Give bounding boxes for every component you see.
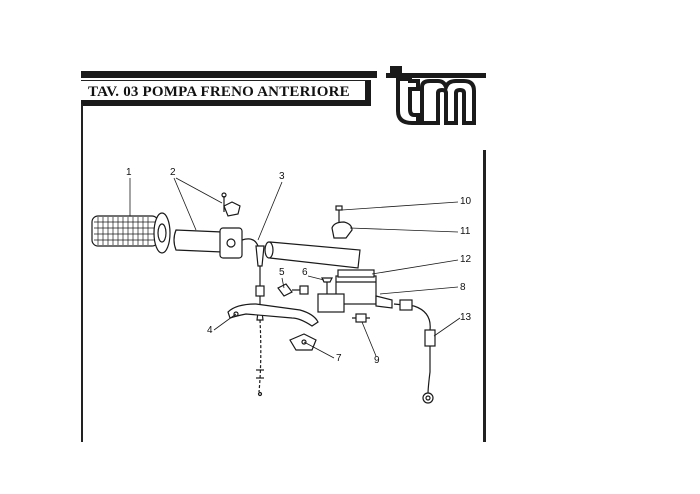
callout-6: 6: [302, 267, 308, 278]
logo-top-bar: [386, 73, 486, 78]
callout-11: 11: [460, 226, 471, 237]
part-10-screw: [335, 205, 343, 222]
part-6-bolt: [321, 277, 333, 294]
part-9-banjo: [352, 313, 370, 323]
part-1-grip: [91, 212, 171, 254]
logo-letter-m: [420, 79, 476, 125]
callout-12: 12: [460, 254, 472, 265]
part-4-lever: [227, 303, 319, 327]
callout-10: 10: [460, 196, 472, 207]
part-3-cable: [241, 238, 265, 397]
part-12-reservoir-cover: [337, 269, 375, 278]
page-title: TAV. 03 POMPA FRENO ANTERIORE: [88, 84, 350, 100]
callout-8: 8: [460, 282, 466, 293]
title-box: [81, 80, 371, 106]
callout-2: 2: [170, 167, 176, 178]
logo-t-cap: [390, 66, 402, 73]
left-frame-rule: [81, 104, 83, 442]
logo-letter-t: [396, 77, 420, 125]
part-7-clamp: [289, 333, 317, 351]
part-8-master-cylinder: [317, 275, 393, 313]
part-11-clamp-half: [331, 221, 353, 239]
handlebar-tube: [264, 241, 361, 269]
callout-5: 5: [279, 267, 285, 278]
callout-1: 1: [126, 167, 132, 178]
callout-7: 7: [336, 353, 342, 364]
right-frame-rule: [483, 150, 486, 442]
part-13-hose: [393, 299, 436, 404]
callout-4: 4: [207, 325, 213, 336]
title-top-bar: [81, 71, 377, 78]
part-2-throttle-assembly: [173, 192, 243, 259]
callout-13: 13: [460, 312, 472, 323]
tm-logo: [386, 66, 486, 125]
callout-3: 3: [279, 171, 285, 182]
leader-lines: [129, 177, 461, 359]
callout-9: 9: [374, 355, 380, 366]
part-5-pivot: [277, 283, 309, 297]
